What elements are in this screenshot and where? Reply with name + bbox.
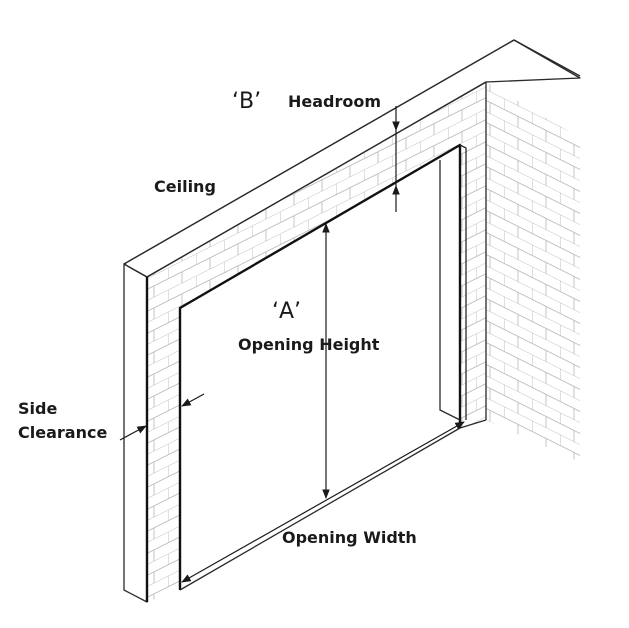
opening-width-label: Opening Width (282, 528, 417, 547)
right-brick-wall (485, 60, 586, 480)
headroom-label: Headroom (288, 92, 381, 111)
opening-height-label: Opening Height (238, 335, 380, 354)
ceiling-label: Ceiling (154, 177, 216, 196)
left-wall-pillar (123, 263, 148, 603)
clearance-label: Clearance (18, 423, 107, 442)
side-label: Side (18, 399, 57, 418)
opening-width-dimension (181, 421, 465, 583)
a-marker-label: ‘A’ (272, 299, 301, 324)
side-clearance-dimension (119, 393, 205, 441)
b-marker-label: ‘B’ (232, 89, 261, 114)
